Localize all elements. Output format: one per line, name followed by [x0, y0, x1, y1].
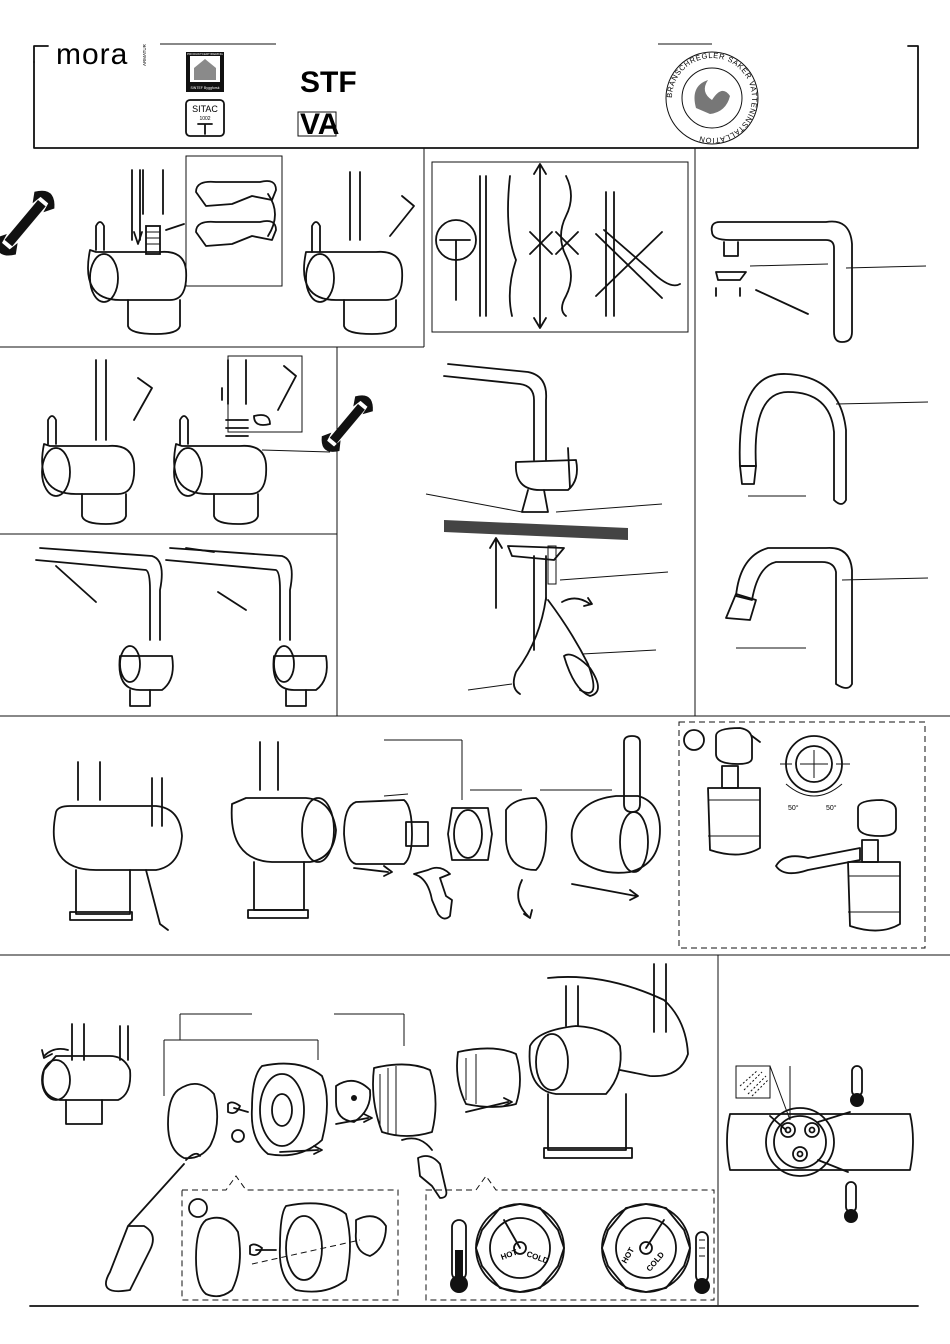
angle-left-label: 50° — [788, 804, 799, 812]
safe-water-seal: BRANSCHREGLER SÄKER VATTENINSTALLATION — [665, 51, 759, 145]
cold-label: COLD — [525, 1249, 550, 1265]
panel-hose-bending — [432, 162, 688, 332]
panel-thermostat-cartridge — [42, 964, 688, 1291]
panel-nut-removal — [42, 356, 330, 524]
wrench-icon — [0, 185, 60, 261]
panel-spouts — [712, 221, 928, 688]
panel-countertop-install — [317, 364, 668, 696]
panel-pull-spout — [36, 548, 327, 706]
angle-right-label: 50° — [826, 804, 837, 812]
panel-thermostat-subdetail: HOT COLD HOT COLD — [182, 1176, 714, 1300]
stf-wordmark: STF — [300, 66, 357, 99]
mora-logo: mora ARMATUR — [56, 38, 147, 71]
stf-logo: STF — [300, 66, 357, 99]
hot-label-2: HOT — [620, 1246, 636, 1265]
cert1-top-text: PRODUKTCERTIFIERING — [187, 52, 223, 56]
thermometer-hot-icon — [450, 1220, 468, 1293]
hot-label: HOT — [500, 1248, 519, 1262]
certification-logo-sitac: SITAC 1002 — [186, 100, 224, 136]
brand-wordmark: mora — [56, 38, 128, 71]
thermometer-cold-icon — [844, 1182, 858, 1223]
brand-sub: ARMATUR — [142, 43, 147, 66]
va-logo: VA — [298, 108, 339, 141]
thermometer-cold-icon — [694, 1232, 710, 1294]
panel-cartridge-removal — [54, 736, 660, 930]
cert2-top-text: SITAC — [192, 104, 218, 114]
panel-cartridge-detail: 50° 50° — [679, 722, 925, 948]
panel-grid — [0, 148, 950, 1306]
seal-ring-text: BRANSCHREGLER SÄKER VATTENINSTALLATION — [665, 51, 759, 145]
thermometer-hot-icon — [850, 1066, 864, 1107]
certification-logo-sintef: PRODUKTCERTIFIERING SINTEF Byggforsk — [186, 52, 224, 92]
cert2-number: 1002 — [199, 116, 210, 122]
panel-install-clip — [0, 156, 414, 334]
panel-mixing-valve — [727, 1066, 913, 1223]
header-frame — [34, 44, 918, 148]
cert1-bottom-text: SINTEF Byggforsk — [191, 86, 220, 90]
wrench-icon — [317, 390, 378, 457]
